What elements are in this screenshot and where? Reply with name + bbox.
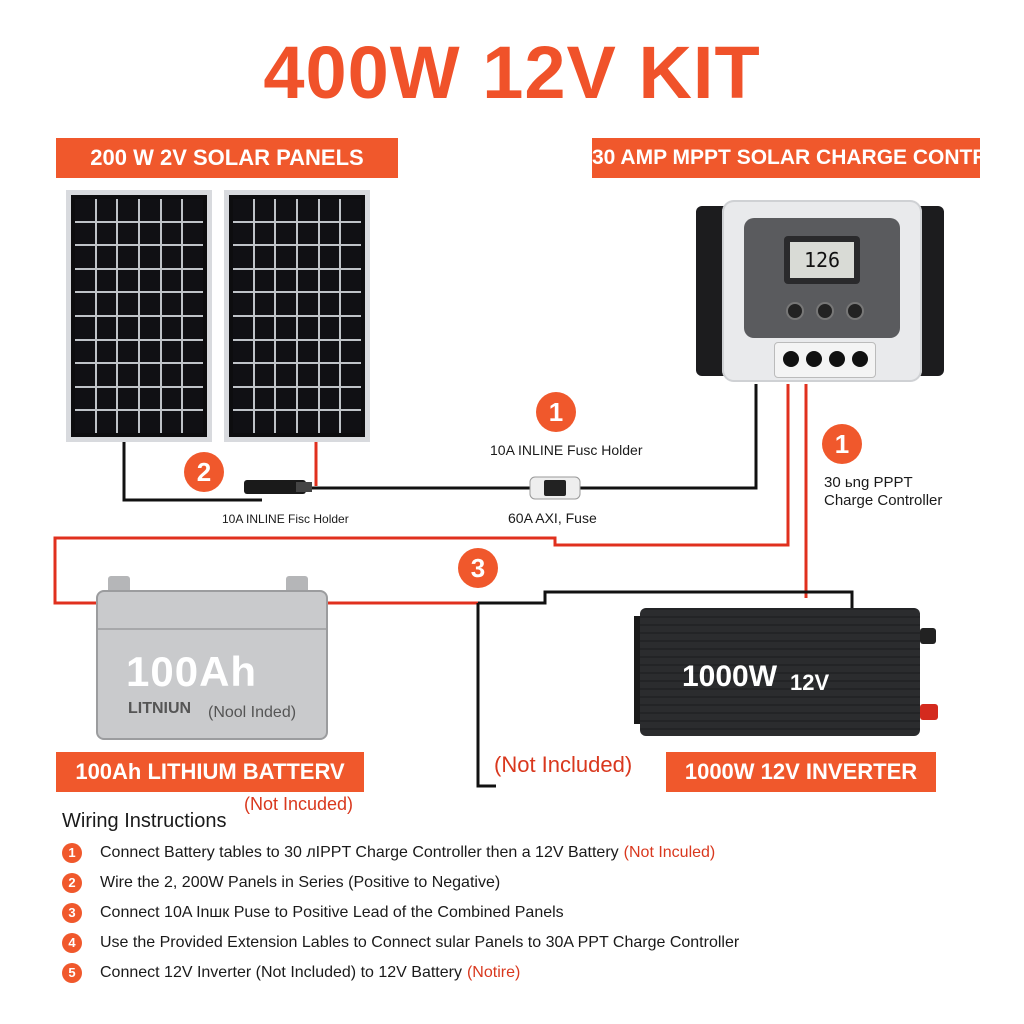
inverter-fin [634,616,642,724]
instruction-num-4: 4 [62,933,82,953]
step-badge-3: 3 [458,548,498,588]
controller-banner: 30 AMP MPPT SOLAR CHARGE CONTROLLL [592,138,980,178]
inverter-watt: 1000W [682,660,778,693]
fuse-label: 60A AXI, Fuse [508,510,597,526]
battery-not-included: (Not Incuded) [244,794,354,814]
main-pv-wire [300,384,758,490]
instructions-list: 1 Connect Battery tables to 30 лIPPT Cha… [62,838,1002,988]
instruction-5: 5 Connect 12V Inverter (Not Included) to… [62,958,1002,988]
battery-note: (Nool Inded) [208,704,297,721]
battery-banner: 100Ah LITHIUM BATTERV [56,752,364,792]
instruction-3: 3 Connect 10A Inшк Puse to Positive Lead… [62,898,1002,928]
controller-lcd-frame: 126 [784,236,860,284]
instruction-note-1: (Not Inculed) [623,844,716,861]
instruction-2: 2 Wire the 2, 200W Panels in Series (Pos… [62,868,1002,898]
battery-brand: LITNIUN [128,700,192,717]
page-title: 400W 12V KIT [263,31,761,114]
inverter-volt: 12V [790,670,830,695]
controller-terminals [774,342,876,378]
battery-terminal-pos [286,576,308,594]
controller-side-label-2: Charge Controller [824,492,943,509]
fuse-holder-label-top: 10A INLINE Fusc Holder [490,442,643,458]
instruction-text-3: Connect 10A Inшк Puse to Positive Lead o… [100,904,564,921]
instruction-text-2: Wire the 2, 200W Panels in Series (Posit… [100,874,501,891]
inverter-positive-terminal [920,704,938,720]
inverter-switch[interactable] [920,628,936,644]
controller-button-3[interactable] [846,302,864,320]
instruction-num-1: 1 [62,843,82,863]
step-badge-2: 2 [184,452,224,492]
charge-controller: 126 [722,200,922,382]
instruction-num-3: 3 [62,903,82,923]
solar-panel-2 [224,190,370,442]
instruction-text-1: Connect Battery tables to 30 лIPPT Charg… [100,844,619,861]
battery-positive-wire [53,384,790,605]
lithium-battery: 100Ah LITNIUN (Nool Inded) [96,590,328,740]
solar-panels-banner: 200 W 2V SOLAR PANELS [56,138,398,178]
instruction-1: 1 Connect Battery tables to 30 лIPPT Cha… [62,838,1002,868]
instruction-text-4: Use the Provided Extension Lables to Con… [100,934,740,951]
controller-display: 126 [790,242,854,278]
mc4-connector [244,480,306,494]
instruction-note-5: (Notire) [466,964,521,981]
instruction-4: 4 Use the Provided Extension Lables to C… [62,928,1002,958]
step-badge-1b: 1 [822,424,862,464]
ground-wire [476,603,496,788]
inverter-not-included: (Not Included) [494,752,633,777]
battery-terminal-neg [108,576,130,594]
panel-negative-wire [122,440,262,502]
controller-button-1[interactable] [786,302,804,320]
controller-button-2[interactable] [816,302,834,320]
instruction-num-2: 2 [62,873,82,893]
inverter-negative-wire [478,590,854,608]
instructions-title: Wiring Instructions [62,810,227,832]
inverter-banner: 1000W 12V INVERTER [666,752,936,792]
fuse-holder-label-bottom: 10A INLINE Fisc Holder [222,512,349,526]
instruction-num-5: 5 [62,963,82,983]
instruction-text-5: Connect 12V Inverter (Not Included) to 1… [100,964,462,981]
solar-panel-1 [66,190,212,442]
controller-side-label-1: 30 ьng PPPT [824,474,913,491]
step-badge-1: 1 [536,392,576,432]
power-inverter: 1000W 12V [640,608,920,736]
battery-capacity: 100Ah [126,648,258,695]
